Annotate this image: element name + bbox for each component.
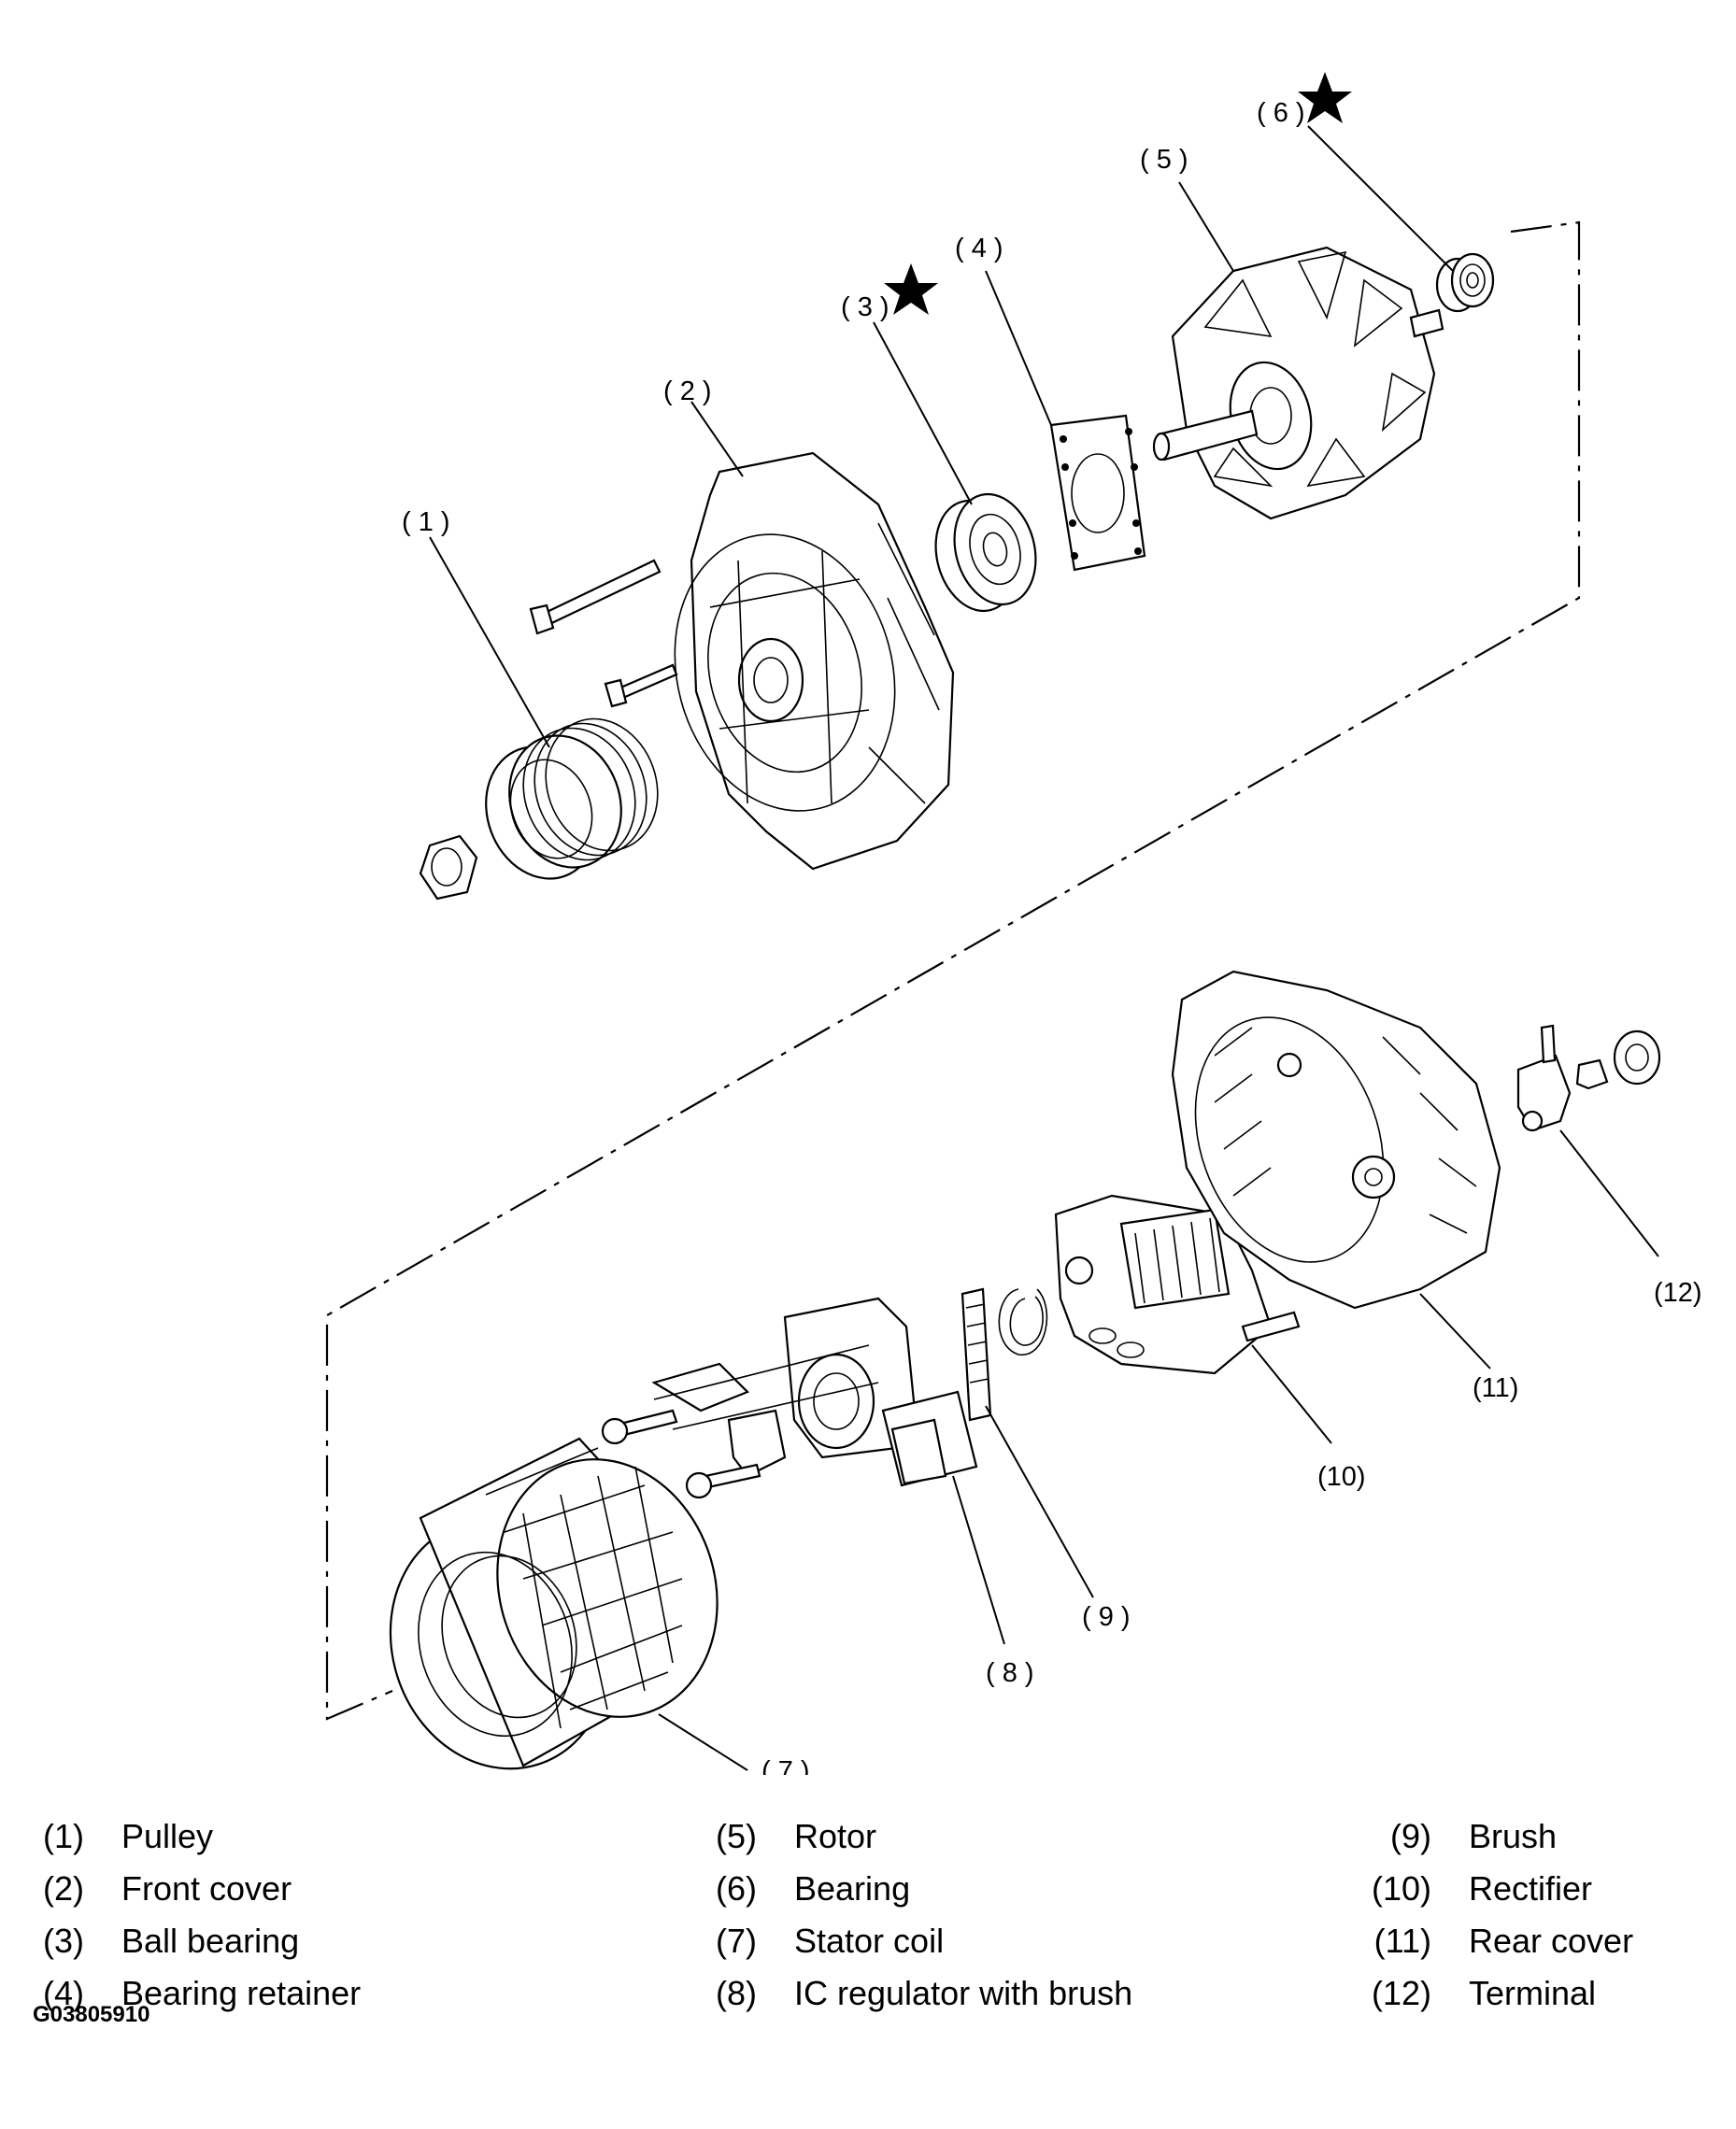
leader-line-10 [1251, 1344, 1332, 1444]
star-icon [1298, 72, 1352, 123]
front-cover-part [529, 451, 955, 871]
callout-9: ( 9 ) [1082, 1602, 1131, 1632]
pulley-part [419, 717, 659, 901]
legend-item: (2) Front cover [0, 1865, 561, 1913]
callout-7: ( 7 ) [761, 1756, 810, 1775]
legend-item: (3) Ball bearing [0, 1917, 561, 1966]
leader-line-7 [658, 1713, 748, 1771]
legend-item: (10) Rectifier [1347, 1865, 1721, 1913]
assembly-axis-line [325, 220, 1581, 1721]
legend-number: (3) [43, 1922, 84, 1960]
legend-name: Rear cover [1469, 1922, 1634, 1960]
callout-8: ( 8 ) [986, 1658, 1034, 1688]
callout-4: ( 4 ) [955, 234, 1003, 263]
figure-code: G03805910 [33, 2002, 150, 2027]
callout-10: (10) [1317, 1462, 1366, 1492]
leader-line-5 [1178, 181, 1234, 272]
leader-line-3 [873, 321, 973, 505]
leader-line-11 [1419, 1293, 1491, 1370]
brush-part [960, 1287, 1048, 1422]
legend-name: Stator coil [794, 1922, 945, 1960]
callout-1: ( 1 ) [402, 507, 450, 537]
legend-name: Ball bearing [121, 1922, 300, 1960]
legend-name: Front cover [121, 1869, 292, 1908]
leader-line-6 [1307, 125, 1454, 272]
callout-5: ( 5 ) [1140, 145, 1188, 175]
legend-item: (1) Pulley [0, 1812, 561, 1861]
legend-item: (7) Stator coil [673, 1917, 1233, 1966]
leader-line-4 [985, 270, 1052, 426]
legend-item: (6) Bearing [673, 1865, 1233, 1913]
star-icon [884, 263, 938, 315]
legend-name: Bearing retainer [121, 1974, 362, 2012]
legend-number: (12) [1371, 1974, 1431, 2012]
terminal-part [1516, 1024, 1661, 1132]
stator-coil-part [389, 1437, 719, 1770]
legend-item: (11) Rear cover [1347, 1917, 1721, 1966]
legend-item: (4) Bearing retainer [0, 1969, 561, 2018]
callout-12: (12) [1654, 1278, 1702, 1308]
legend-number: (2) [43, 1869, 84, 1908]
legend-name: Pulley [121, 1817, 214, 1855]
legend-number: (9) [1390, 1817, 1431, 1855]
callout-3: ( 3 ) [841, 292, 889, 322]
legend-number: (5) [716, 1817, 757, 1855]
bearing-part [1435, 252, 1495, 313]
legend-name: Bearing [794, 1869, 911, 1908]
legend-number: (10) [1371, 1869, 1431, 1908]
legend-number: (1) [43, 1817, 84, 1855]
callout-2: ( 2 ) [663, 376, 712, 406]
ic-regulator-part [601, 1297, 978, 1499]
legend-number: (6) [716, 1869, 757, 1908]
callout-11: (11) [1473, 1373, 1518, 1403]
legend-name: Brush [1469, 1817, 1558, 1855]
legend-name: Rotor [794, 1817, 877, 1855]
rear-cover-part [1171, 970, 1501, 1310]
rectifier-part [1054, 1194, 1301, 1375]
legend-number: (7) [716, 1922, 757, 1960]
leader-line-2 [690, 401, 744, 477]
leader-line-1 [429, 536, 550, 748]
legend-item: (12) Terminal [1347, 1969, 1721, 2018]
rotor-part [1152, 246, 1444, 520]
ball-bearing-part [934, 492, 1037, 613]
parts-legend: (1) Pulley (2) Front cover (3) Ball bear… [0, 1812, 1736, 2037]
leader-line-12 [1559, 1129, 1659, 1257]
alternator-exploded-view: ( 1 ) ( 2 ) ( 3 ) ( 4 ) ( 5 ) ( 6 ) ( 7 … [325, 72, 1702, 1775]
leader-line-9 [985, 1405, 1094, 1598]
legend-item: (5) Rotor [673, 1812, 1233, 1861]
legend-number: (8) [716, 1974, 757, 2012]
callout-6: ( 6 ) [1257, 98, 1305, 128]
leader-line-8 [952, 1475, 1005, 1645]
legend-item: (8) IC regulator with brush [673, 1969, 1233, 2018]
bearing-retainer-part [1049, 414, 1146, 572]
legend-name: Terminal [1469, 1974, 1597, 2012]
legend-name: IC regulator with brush [794, 1974, 1133, 2012]
legend-item: (9) Brush [1347, 1812, 1721, 1861]
legend-name: Rectifier [1469, 1869, 1593, 1908]
legend-number: (11) [1373, 1922, 1431, 1960]
legend-number: (4) [43, 1974, 84, 2012]
